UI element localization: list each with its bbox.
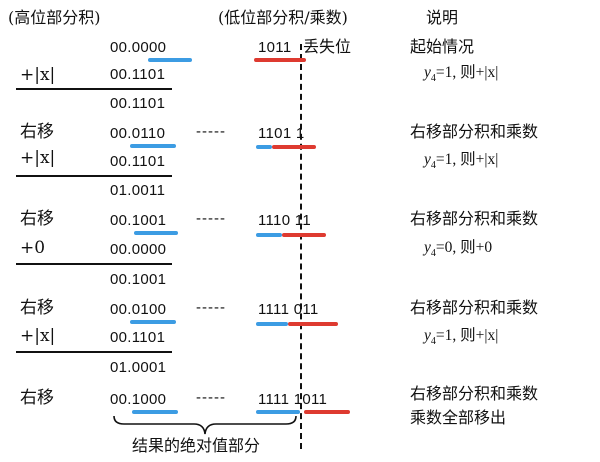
r7-op: +0 (20, 238, 46, 258)
r9-high-underline (130, 320, 176, 324)
cond-var: y (424, 151, 431, 168)
r6-dashes: ----- (196, 210, 226, 227)
r12-dashes: ----- (196, 389, 226, 406)
r9-op: 右移 (20, 298, 54, 318)
cond-sub: 4 (430, 248, 436, 259)
r2-high-value: 00.1101 (110, 95, 166, 112)
cond-rest: =0, 则+0 (435, 239, 493, 256)
result-brace (113, 415, 297, 435)
r6-low-blue-underline (256, 233, 282, 237)
r4-sum-rule (16, 175, 172, 177)
r0-high-underline (148, 58, 192, 62)
r3-low-red-underline (272, 145, 316, 149)
r12-note: 右移部分积和乘数 (410, 384, 539, 403)
r0-lost-bit-label: 丢失位 (303, 37, 352, 56)
cond-rest: =1, 则+|x| (435, 151, 499, 168)
r7-sum-rule (16, 263, 172, 265)
r3-high-underline (130, 144, 176, 148)
r4-condition: y4=1, 则+|x| (424, 151, 499, 171)
r0-note: 起始情况 (410, 37, 475, 56)
r4-op: +|x| (20, 148, 56, 168)
r6-op: 右移 (20, 209, 54, 229)
r3-dashes: ----- (196, 123, 226, 140)
r3-op: 右移 (20, 122, 54, 142)
r12-low-value: 1111 1011 (258, 391, 328, 408)
r3-note: 右移部分积和乘数 (410, 122, 539, 141)
cond-sub: 4 (430, 336, 436, 347)
r10-high-value: 00.1101 (110, 329, 166, 346)
r3-high-value: 00.0110 (110, 125, 166, 142)
r6-high-value: 00.1001 (110, 212, 167, 229)
r0-low-value: 1011 (258, 39, 292, 56)
r11-high-value: 01.0001 (110, 359, 167, 376)
r6-low-value: 1110 11 (258, 212, 311, 229)
r12-high-underline (132, 410, 178, 414)
cond-sub: 4 (430, 73, 436, 84)
cond-rest: =1, 则+|x| (435, 64, 499, 81)
header-high: (高位部分积) (8, 8, 101, 27)
r1-high-value: 00.1101 (110, 66, 166, 83)
cond-rest: =1, 则+|x| (435, 327, 499, 344)
r1-op: +|x| (20, 65, 56, 85)
r9-low-value: 1111 011 (258, 301, 319, 318)
r10-sum-rule (16, 351, 172, 353)
r12-op: 右移 (20, 388, 54, 408)
header-note: 说明 (426, 8, 459, 27)
r9-low-red-underline (288, 322, 338, 326)
cond-sub: 4 (430, 160, 436, 171)
r0-condition: y4=1, 则+|x| (424, 64, 499, 84)
header-low: (低位部分积/乘数) (218, 8, 348, 27)
r6-high-underline (134, 231, 178, 235)
r9-low-blue-underline (256, 322, 288, 326)
cond-var: y (424, 64, 431, 81)
bit-separator-line (300, 44, 302, 449)
r12-low-blue-underline (256, 410, 300, 414)
r12-high-value: 00.1000 (110, 391, 167, 408)
r3-low-blue-underline (256, 145, 272, 149)
r0-high-value: 00.0000 (110, 39, 167, 56)
r5-high-value: 01.0011 (110, 182, 166, 199)
cond-var: y (424, 239, 431, 256)
r13-note: 乘数全部移出 (410, 408, 507, 427)
r0-low-underline (254, 58, 306, 62)
r6-low-red-underline (282, 233, 326, 237)
result-caption: 结果的绝对值部分 (132, 436, 261, 455)
r7-high-value: 00.0000 (110, 241, 167, 258)
r12-low-red-underline (304, 410, 350, 414)
r3-low-value: 1101 1 (258, 125, 305, 142)
r4-high-value: 00.1101 (110, 153, 166, 170)
r9-dashes: ----- (196, 299, 226, 316)
r9-high-value: 00.0100 (110, 301, 167, 318)
r9-note: 右移部分积和乘数 (410, 298, 539, 317)
r8-high-value: 00.1001 (110, 271, 167, 288)
r1-sum-rule (16, 88, 172, 90)
cond-var: y (424, 327, 431, 344)
r10-condition: y4=1, 则+|x| (424, 327, 499, 347)
r6-note: 右移部分积和乘数 (410, 209, 539, 228)
r7-condition: y4=0, 则+0 (424, 239, 493, 259)
r10-op: +|x| (20, 326, 56, 346)
